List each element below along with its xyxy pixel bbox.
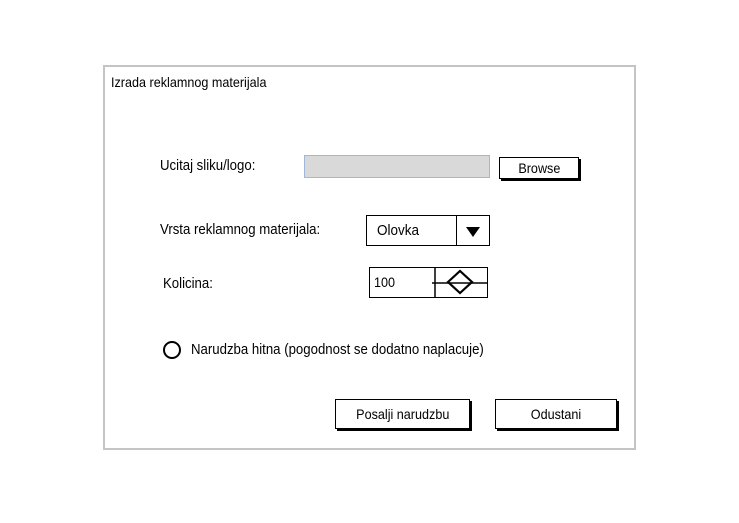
upload-label: Ucitaj sliku/logo: [160,157,256,174]
submit-order-label: Posalji narudzbu [355,406,450,422]
quantity-stepper[interactable]: 100 [369,267,488,298]
browse-button[interactable]: Browse [499,157,579,179]
urgent-label: Narudzba hitna (pogodnost se dodatno nap… [191,341,484,358]
stepper-arrows-icon[interactable] [369,267,491,301]
quantity-label: Kolicina: [163,275,213,292]
material-type-label: Vrsta reklamnog materijala: [160,221,321,238]
upload-path-field[interactable] [304,155,490,178]
material-type-selected: Olovka [377,222,420,239]
material-type-select[interactable]: Olovka [366,215,490,246]
urgent-radio[interactable] [163,341,181,359]
order-dialog [103,65,636,450]
select-divider [456,216,457,245]
quantity-value: 100 [374,274,396,290]
dialog-title: Izrada reklamnog materijala [111,74,267,90]
cancel-label: Odustani [530,406,582,422]
submit-order-button[interactable]: Posalji narudzbu [335,399,470,429]
browse-button-label: Browse [517,160,561,176]
chevron-down-icon[interactable] [465,225,481,243]
cancel-button[interactable]: Odustani [495,399,617,429]
